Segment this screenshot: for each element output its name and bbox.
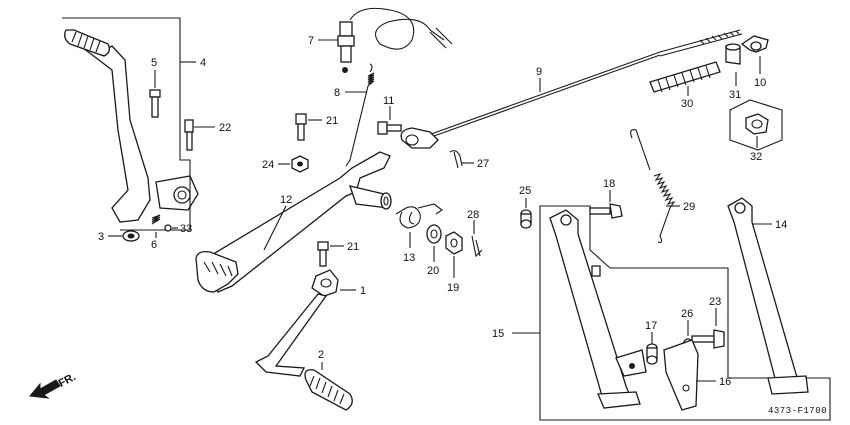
brake-spring-8 (345, 63, 375, 167)
callout-20: 20 (427, 265, 439, 277)
group-bracket-4 (62, 17, 191, 231)
callout-7: 7 (308, 35, 314, 47)
direction-label: FR. (57, 371, 78, 390)
callout-25: 25 (519, 185, 531, 197)
callout-11: 11 (383, 95, 394, 107)
front-direction-arrow (29, 379, 61, 399)
nut-32 (745, 113, 769, 135)
callout-23: 23 (709, 296, 721, 308)
callout-10: 10 (754, 77, 766, 89)
bolt-5 (149, 89, 161, 118)
brake-rod (400, 29, 743, 149)
kick-pedal-rubber (64, 29, 110, 57)
gearshift-pedal (254, 269, 339, 377)
callout-22: 22 (219, 122, 231, 134)
callout-6: 6 (151, 239, 157, 251)
callout-9: 9 (536, 66, 542, 78)
spring-30 (649, 61, 721, 93)
joint-31 (725, 43, 741, 65)
brake-pedal (195, 151, 392, 293)
diagram-code: 4373-F1700 (768, 406, 827, 416)
bolt-21-upper (295, 113, 307, 141)
callout-27: 27 (477, 158, 489, 170)
nut-19 (445, 231, 463, 255)
callout-17: 17 (645, 320, 657, 332)
adjusting-nut-10 (740, 35, 769, 53)
spring-29 (630, 129, 676, 243)
bolt-18 (589, 203, 623, 219)
collar-25 (520, 209, 532, 229)
callout-16: 16 (719, 376, 731, 388)
callout-19: 19 (447, 282, 459, 294)
spacer-17 (646, 343, 658, 365)
washer-20 (426, 224, 442, 244)
callout-21-upper: 21 (326, 115, 338, 127)
leader-12 (263, 205, 287, 251)
callout-13: 13 (403, 252, 415, 264)
callout-1: 1 (360, 285, 366, 297)
kick-boss (155, 175, 199, 211)
return-spring-13 (395, 203, 443, 229)
callout-31: 31 (729, 89, 741, 101)
callout-12: 12 (280, 194, 292, 206)
callout-2: 2 (318, 349, 324, 361)
gearshift-rubber-2 (304, 369, 353, 411)
main-stand-15 (549, 209, 647, 409)
callout-28: 28 (467, 209, 479, 221)
callout-26: 26 (681, 308, 693, 320)
group-bracket-15 (539, 205, 831, 421)
stand-bracket-16 (663, 339, 699, 411)
callout-4: 4 (200, 57, 206, 69)
kick-starter-arm (64, 29, 199, 223)
callout-3: 3 (98, 231, 104, 243)
callout-18: 18 (603, 178, 615, 190)
cotter-pin-27 (449, 150, 463, 169)
callout-30: 30 (681, 98, 693, 110)
callout-33: 33 (180, 223, 192, 235)
callout-24: 24 (262, 159, 274, 171)
callout-15: 15 (492, 328, 504, 340)
joint-pin-11 (377, 121, 402, 135)
callout-8: 8 (334, 87, 340, 99)
nut-24 (291, 155, 309, 173)
bolt-23 (691, 329, 725, 349)
ball-33 (164, 224, 172, 232)
cotter-pin-28 (471, 235, 483, 258)
spring-6 (151, 214, 161, 225)
group-bracket-32 (729, 99, 783, 151)
bolt-21-lower (317, 241, 329, 267)
callout-14: 14 (775, 219, 787, 231)
callout-29: 29 (683, 201, 695, 213)
callout-32: 32 (750, 151, 762, 163)
callout-21-lower: 21 (347, 241, 359, 253)
washer-3 (122, 230, 140, 242)
brake-light-switch (337, 7, 453, 73)
side-stand-14 (727, 197, 809, 395)
callout-5: 5 (151, 57, 157, 69)
bolt-22 (184, 119, 194, 151)
